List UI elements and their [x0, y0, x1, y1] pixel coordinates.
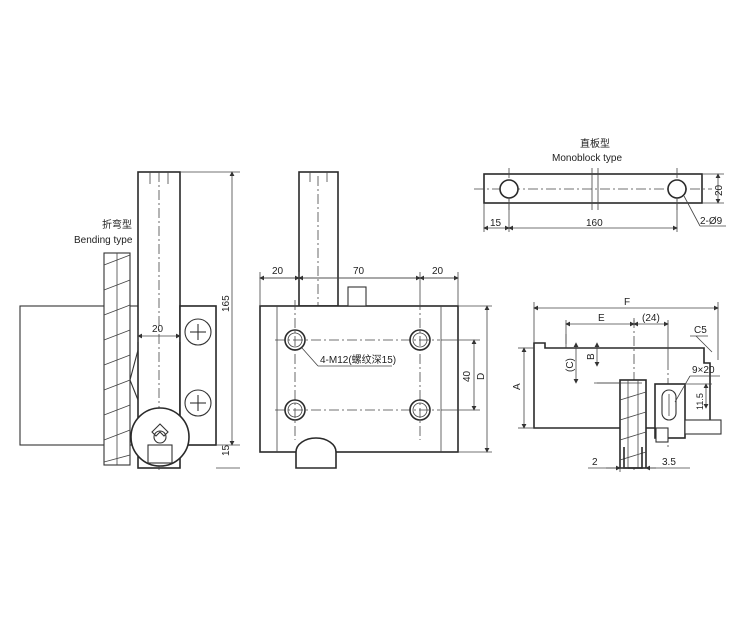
side-slot-callout: 9×20 [692, 365, 715, 376]
front-hole-callout: 4-M12(螺纹深15) [320, 353, 396, 366]
side-dim-e: E [598, 313, 605, 324]
front-dim-d: D [476, 373, 487, 380]
front-hole-tr [409, 329, 431, 351]
side-view: F E (24) C5 (C) B A 9×20 11.5 [512, 297, 722, 472]
side-rail [619, 379, 647, 469]
side-dim-b: B [586, 353, 597, 360]
side-dim-c5: C5 [694, 325, 707, 336]
monoblock-hole-left [499, 179, 519, 199]
bending-dim-bottom: 15 [221, 444, 232, 456]
bending-dim-width: 20 [152, 324, 164, 335]
front-view: 4-M12(螺纹深15) 20 70 20 40 D [259, 171, 492, 469]
front-hole-bl [284, 399, 306, 421]
side-dim-c: (C) [565, 358, 576, 372]
bending-title-en: Bending type [74, 235, 133, 246]
front-mount-plate [259, 305, 459, 453]
bending-bolt-bottom [184, 389, 212, 417]
monoblock-view: 直板型 Monoblock type 15 160 20 2-Ø9 [474, 137, 726, 232]
bending-roller [130, 407, 190, 467]
side-dim-24: (24) [642, 313, 660, 324]
monoblock-title-cn: 直板型 [580, 137, 610, 150]
monoblock-title-en: Monoblock type [552, 153, 622, 164]
front-dim-mid: 70 [353, 266, 365, 277]
monoblock-dim-mid: 160 [586, 218, 603, 229]
front-hole-br [409, 399, 431, 421]
monoblock-dim-left: 15 [490, 218, 502, 229]
monoblock-plate [483, 173, 703, 204]
bending-bolt-top [184, 318, 212, 346]
front-roller [295, 437, 337, 469]
side-dim-a: A [512, 383, 523, 390]
side-dim-3-5: 3.5 [662, 457, 676, 468]
front-post [298, 171, 339, 307]
side-dim-2: 2 [592, 457, 598, 468]
bending-type-view: 20 165 15 折弯型 Bending type [19, 171, 240, 470]
front-dim-left: 20 [272, 266, 284, 277]
bending-rail-hatched [103, 252, 131, 466]
monoblock-dim-height: 20 [714, 184, 725, 196]
monoblock-hole-right [667, 179, 687, 199]
side-dim-11-5: 11.5 [695, 393, 705, 410]
bending-title-cn: 折弯型 [102, 218, 132, 231]
front-dim-right: 20 [432, 266, 444, 277]
side-dim-f: F [624, 297, 630, 308]
bending-dim-height: 165 [221, 295, 232, 312]
front-hole-tl [284, 329, 306, 351]
monoblock-hole-callout: 2-Ø9 [700, 216, 723, 227]
front-dim-40: 40 [462, 370, 473, 382]
